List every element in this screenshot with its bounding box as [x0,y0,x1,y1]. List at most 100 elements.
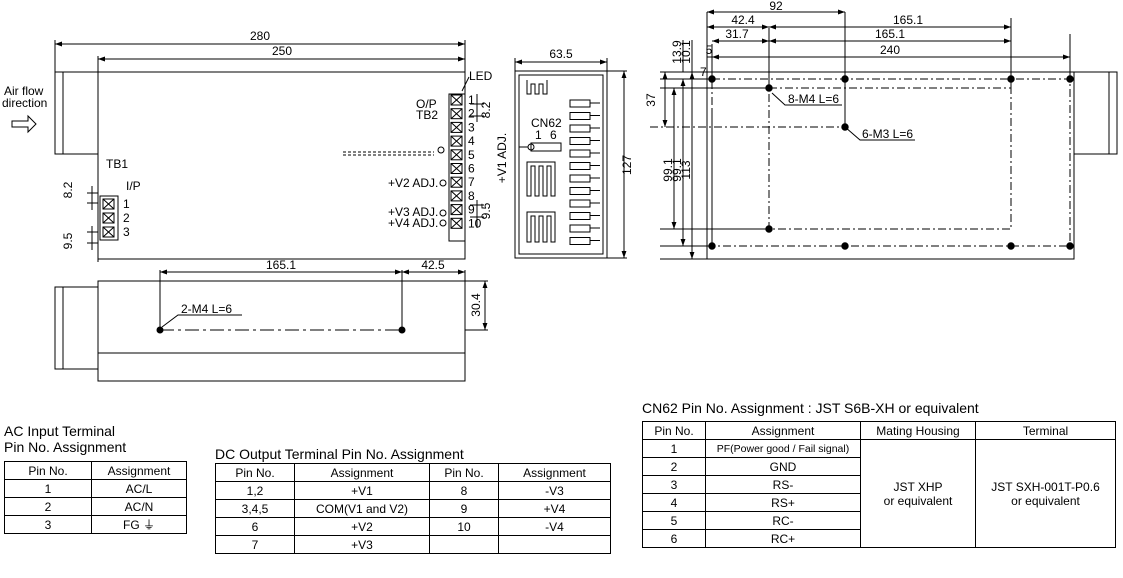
table-row: 1 PF(Power good / Fail signal) JST XHP o… [642,439,1116,548]
heatsink-fin [569,174,591,183]
v3-adj-label: +V3 ADJ. [388,205,438,219]
ac-pin: 2 [4,497,92,516]
ac-assignment: AC/N [91,497,187,516]
side-view [514,58,627,259]
cn62-pin: 3 [642,475,706,494]
dc-header-assignment-2: Assignment [498,463,611,482]
tb2-pin-label: 7 [468,175,475,189]
cn62-table: Pin No. Assignment Mating Housing Termin… [642,421,1116,548]
dim-8-2-left: 8.2 [61,181,75,198]
dc-pin: 3,4,5 [215,499,295,518]
dc-assignment: -V4 [498,517,611,536]
cn62-mating-housing: JST XHP or equivalent [860,439,976,548]
terminal-line-1: JST SXH-001T-P0.6 [991,479,1100,494]
dim-7: 7 [700,65,707,79]
tb1-pin-label: 3 [123,225,130,239]
tb2-pin-label: 4 [468,134,475,148]
dim-165-1-lower: 165.1 [875,27,905,41]
tb1-pin-label: 1 [123,197,130,211]
ac-table-title: AC Input Terminal [4,423,116,439]
tb2-screw-icon [450,108,463,120]
tb2-pin-label: 5 [468,148,475,162]
heatsink-fin [569,237,591,245]
dc-pin: 10 [429,517,499,536]
heatsink-fin [569,124,591,133]
table-row: 1 AC/L [4,479,187,498]
heatsink-fin [569,149,591,158]
terminal-line-2: or equivalent [1011,493,1080,508]
ac-header-assignment: Assignment [91,461,187,480]
tb2-screw-icon [450,94,463,106]
ip-label: I/P [126,179,141,193]
tb2-pin-label: 3 [468,120,475,134]
tb1-screw-icon [102,226,115,238]
dim-165-1-front: 165.1 [266,258,296,272]
housing-line-1: JST XHP [893,479,943,494]
cn62-assignment: RC+ [705,529,861,548]
mounting-hole [841,242,849,250]
dim-99-1-a: 99.1 [661,158,675,182]
m4-8-label: 8-M4 L=6 [788,92,839,106]
dc-assignment: -V3 [498,481,611,500]
tb2-screw-icon [450,204,463,216]
heatsink-fin [569,162,591,170]
tb2-screw-icon [450,176,463,188]
front-view [54,270,488,382]
dc-assignment: COM(V1 and V2) [294,499,430,518]
dc-pin: 6 [215,517,295,536]
cn62-assignment: RS- [705,475,861,494]
tb2-pin-label: 6 [468,162,475,176]
dim-113: 113 [679,160,693,179]
cn62-header-housing: Mating Housing [860,421,976,440]
led-label: LED [469,69,493,83]
dim-99-1-b: 99.1 [670,158,684,182]
housing-line-2: or equivalent [883,493,953,508]
tb2-screw-icon [450,121,463,133]
cn62-pin: 4 [642,493,706,512]
table-row: 5 RC- [642,511,1116,530]
dim-127: 127 [620,155,634,175]
airflow-label-line1: Air flow [4,84,44,98]
cn62-label: CN62 [531,116,562,130]
cn62-header-terminal: Terminal [975,421,1116,440]
tb2-screw-icon [450,190,463,202]
cn62-assignment: PF(Power good / Fail signal) [705,439,861,458]
heatsink-fin [569,187,591,195]
dim-280: 280 [250,29,270,43]
dc-assignment: +V1 [294,481,430,500]
dim-9-5-right: 9.5 [479,202,493,219]
top-view [11,40,484,262]
cn62-header-pin: Pin No. [642,421,706,440]
cn62-assignment: RS+ [705,493,861,512]
tb2-pin-label: 10 [468,216,482,230]
dim-37: 37 [644,93,658,107]
dc-assignment: +V3 [294,535,430,554]
tb1-screw-icon [102,198,115,210]
airflow-label-line2: direction [2,96,47,110]
cn62-pin: 2 [642,457,706,476]
tb2-pin-label: 2 [468,107,475,121]
dim-42-5: 42.5 [421,258,445,272]
cn62-pin6-label: 6 [550,128,557,142]
dc-pin [429,535,499,554]
tb1-label: TB1 [106,157,128,171]
cn62-terminal: JST SXH-001T-P0.6 or equivalent [975,439,1116,548]
dim-92: 92 [769,0,783,13]
dc-assignment: +V4 [498,499,611,518]
dc-header-pin-2: Pin No. [429,463,499,482]
heatsink-fin [569,212,591,220]
ac-assignment: FG ⏚ [91,515,187,534]
heatsink-fin [569,199,591,208]
dim-165-1-upper: 165.1 [893,13,923,27]
tb1-pin-label: 2 [123,211,130,225]
ac-header-pin: Pin No. [4,461,92,480]
heatsink-fin [569,224,591,233]
dim-250: 250 [272,44,292,58]
tb1-screw-icon [102,212,115,224]
v2-adj-label: +V2 ADJ. [388,176,438,190]
m4-2-label: 2-M4 L=6 [181,302,232,316]
dim-5: 5 [706,43,713,57]
cn62-header-assignment: Assignment [705,421,861,440]
tb2-pin-label: 9 [468,203,475,217]
dc-pin: 9 [429,499,499,518]
